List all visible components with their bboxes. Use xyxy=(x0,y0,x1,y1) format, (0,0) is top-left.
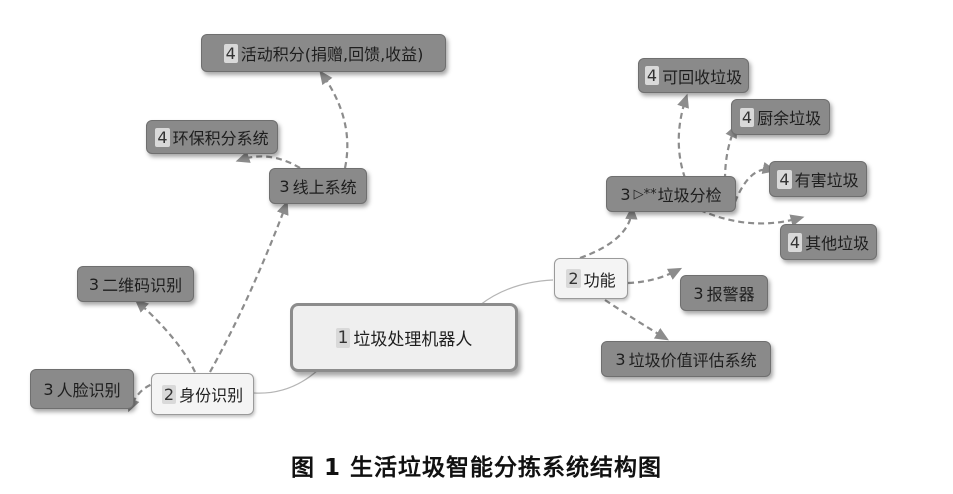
function-node[interactable]: 2 功能 xyxy=(554,258,628,299)
identity-node[interactable]: 2 身份识别 xyxy=(151,373,254,415)
level-badge: 4 xyxy=(739,107,755,127)
online-system-node[interactable]: 3 线上系统 xyxy=(269,168,367,204)
level-badge: 3 xyxy=(615,349,626,369)
level-badge: 3 xyxy=(279,176,290,196)
level-badge: 4 xyxy=(644,66,660,85)
node-label: 环保积分系统 xyxy=(172,129,269,148)
qrcode-recognition-node[interactable]: 3 二维码识别 xyxy=(77,266,194,302)
connector-function-alarm xyxy=(627,267,683,285)
connector-identity-online xyxy=(209,200,289,373)
connector-function-sorting xyxy=(579,205,638,260)
connector-sorting-hazardous xyxy=(733,161,777,203)
node-label: 线上系统 xyxy=(292,178,357,197)
node-label: 其他垃圾 xyxy=(805,234,870,253)
node-label: 身份识别 xyxy=(179,386,244,405)
level-badge: 4 xyxy=(223,43,238,63)
hazardous-waste-node[interactable]: 4 有害垃圾 xyxy=(769,161,867,197)
level-badge: 3 xyxy=(620,184,631,204)
node-label: 报警器 xyxy=(706,285,755,304)
level-badge: 4 xyxy=(155,127,170,147)
node-label: 垃圾处理机器人 xyxy=(353,330,473,350)
valuation-system-node[interactable]: 3 垃圾价值评估系统 xyxy=(601,341,771,377)
level-badge: 3 xyxy=(88,274,100,294)
eco-points-node[interactable]: 4 环保积分系统 xyxy=(146,120,278,154)
level-badge: 2 xyxy=(161,384,177,404)
connector-root-identity xyxy=(253,369,319,394)
root-node[interactable]: 1 垃圾处理机器人 xyxy=(290,303,518,372)
connector-sorting-other xyxy=(699,208,805,227)
node-label: 厨余垃圾 xyxy=(757,109,822,128)
figure-caption: 图 1 生活垃圾智能分拣系统结构图 xyxy=(290,455,663,481)
connector-identity-qrcode xyxy=(134,298,196,373)
node-label: 可回收垃圾 xyxy=(662,67,743,87)
connector-sorting-kitchen xyxy=(723,123,737,181)
other-waste-node[interactable]: 4 其他垃圾 xyxy=(780,224,877,260)
level-badge: 1 xyxy=(335,327,351,348)
alarm-node[interactable]: 3 报警器 xyxy=(680,275,768,311)
connector-root-function xyxy=(479,279,554,306)
level-badge: 3 xyxy=(43,379,54,399)
node-label: 有害垃圾 xyxy=(794,171,859,190)
connector-online-activity xyxy=(319,70,349,169)
connector-sorting-recyclable xyxy=(677,93,689,179)
connector-function-valuation xyxy=(604,299,669,341)
level-badge: 3 xyxy=(693,283,704,303)
node-label: 人脸识别 xyxy=(56,381,121,400)
level-badge: 4 xyxy=(777,169,792,189)
node-label: 垃圾分检 xyxy=(657,186,722,205)
node-label: 垃圾价值评估系统 xyxy=(628,351,757,370)
face-recognition-node[interactable]: 3 人脸识别 xyxy=(30,369,134,409)
level-badge: 4 xyxy=(787,232,803,252)
recyclable-node[interactable]: 4 可回收垃圾 xyxy=(638,58,749,93)
node-label: 二维码识别 xyxy=(102,276,183,295)
node-label: 活动积分(捐赠,回馈,收益) xyxy=(240,45,424,64)
kitchen-waste-node[interactable]: 4 厨余垃圾 xyxy=(731,99,830,135)
activity-points-node[interactable]: 4 活动积分(捐赠,回馈,收益) xyxy=(201,34,446,72)
garbage-sorting-node[interactable]: 3 ▷** 垃圾分检 xyxy=(606,176,736,212)
level-badge: 2 xyxy=(566,269,581,288)
flag-icon: ▷** xyxy=(633,186,657,202)
node-label: 功能 xyxy=(583,270,616,290)
connector-online-eco xyxy=(235,151,301,169)
